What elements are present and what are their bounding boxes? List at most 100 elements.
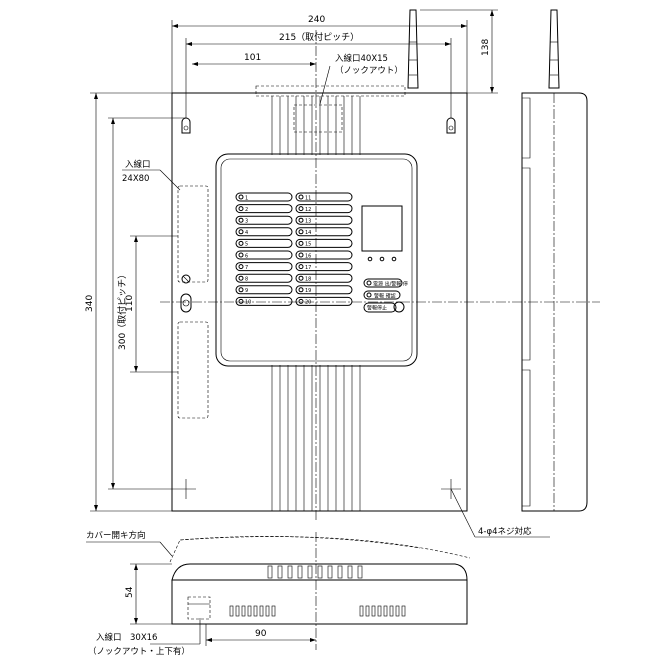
zone-lamp-icon [298, 206, 304, 212]
svg-text:340: 340 [85, 295, 95, 312]
svg-text:カバー開キ方向: カバー開キ方向 [86, 530, 146, 541]
svg-text:101: 101 [244, 53, 261, 63]
zone-number: 10 [245, 300, 251, 306]
top-inlet-outline [255, 85, 406, 97]
zone-number: 15 [305, 242, 311, 248]
dim-height-340: 340 [85, 92, 172, 512]
dim-width-240: 240 [171, 15, 468, 93]
mount-hole-bottom-right [441, 479, 476, 538]
alarm-stop-button[interactable]: 警報停止 [363, 301, 405, 313]
zone-number: 6 [245, 253, 248, 259]
indicator-lamp [379, 256, 385, 262]
power-alarm-button[interactable]: 電源 出/警報 停 [363, 278, 408, 288]
zone-lamp-icon [298, 264, 304, 270]
cable-channels-top [271, 96, 361, 155]
indicator-lamp [391, 256, 397, 262]
zone-lamp-icon [238, 287, 244, 293]
zone-number: 3 [245, 219, 248, 225]
bottom-inlet [187, 596, 211, 620]
zone-indicator: 10 [235, 296, 293, 306]
svg-text:90: 90 [255, 629, 267, 639]
zone-number: 17 [305, 265, 311, 271]
zone-indicator: 1 [235, 192, 293, 202]
svg-text:入線口: 入線口 [125, 159, 151, 170]
zone-indicator: 17 [295, 262, 353, 272]
zone-indicator: 4 [235, 227, 293, 237]
mount-hole-top-right [446, 117, 456, 134]
zone-number: 12 [305, 207, 311, 213]
zone-lamp-icon [298, 287, 304, 293]
zone-indicator: 12 [295, 204, 353, 214]
side-view [521, 9, 588, 512]
screw-holes-callout: 4-φ4ネジ対応 [475, 526, 550, 538]
zone-number: 19 [305, 288, 311, 294]
mount-hole-top-left [181, 117, 191, 134]
zone-indicator: 18 [295, 273, 353, 283]
zone-number: 5 [245, 242, 248, 248]
zone-indicator: 6 [235, 250, 293, 260]
display-window [361, 205, 403, 252]
zone-indicator: 2 [235, 204, 293, 214]
zone-indicator: 13 [295, 215, 353, 225]
svg-text:24X80: 24X80 [122, 174, 149, 184]
zone-lamp-icon [238, 252, 244, 258]
svg-text:電源 出/警報 停: 電源 出/警報 停 [373, 281, 408, 288]
zone-indicator: 19 [295, 285, 353, 295]
zone-lamp-icon [238, 229, 244, 235]
zone-lamp-icon [298, 194, 304, 200]
left-inlet-callout: 入線口 24X80 [122, 159, 181, 191]
zone-indicator: 20 [295, 296, 353, 306]
zone-lamp-icon [298, 252, 304, 258]
zone-lamp-icon [238, 298, 244, 304]
zone-indicator: 3 [235, 215, 293, 225]
svg-text:警報停止: 警報停止 [367, 305, 387, 312]
svg-text:110: 110 [125, 295, 135, 312]
cover-direction-callout: カバー開キ方向 [86, 530, 173, 557]
zone-number: 7 [245, 265, 248, 271]
left-inlet-lower [177, 321, 209, 419]
zone-number: 4 [245, 230, 248, 236]
svg-text:入線口 30X16: 入線口 30X16 [96, 632, 157, 643]
zone-lamp-icon [238, 240, 244, 246]
zone-number: 1 [245, 195, 248, 201]
svg-text:入線口40X15: 入線口40X15 [335, 53, 388, 64]
zone-number: 16 [305, 253, 311, 259]
zone-number: 18 [305, 277, 311, 283]
zone-number: 13 [305, 219, 311, 225]
zone-lamp-icon [298, 217, 304, 223]
top-inlet-knockout [293, 104, 343, 133]
left-inlet-upper [177, 185, 209, 283]
dim-offset-101: 101 [192, 53, 316, 66]
alarm-confirm-button[interactable]: 警報 確認 [363, 290, 401, 300]
zone-indicator: 14 [295, 227, 353, 237]
zone-indicator: 11 [295, 192, 353, 202]
dim-pitch-215: 215（取付ピッチ） [185, 32, 452, 118]
zone-lamp-icon [298, 298, 304, 304]
dim-antenna-138: 138 [420, 9, 498, 94]
svg-text:240: 240 [308, 15, 325, 25]
dim-pitch-300: 300（取付ピッチ） [108, 117, 186, 490]
dim-inlet-110: 110 [125, 235, 178, 373]
svg-text:215（取付ピッチ）: 215（取付ピッチ） [279, 32, 359, 43]
dim-offset-90: 90 [205, 624, 316, 646]
control-panel-inner [220, 158, 413, 362]
indicator-lamp [367, 256, 373, 262]
zone-lamp-icon [298, 240, 304, 246]
side-latch [180, 293, 192, 313]
zone-number: 2 [245, 207, 248, 213]
zone-number: 14 [305, 230, 311, 236]
zone-indicator: 5 [235, 238, 293, 248]
svg-text:（ノックアウト・上下有）: （ノックアウト・上下有） [88, 646, 190, 657]
svg-text:54: 54 [125, 586, 135, 598]
zone-indicator: 16 [295, 250, 353, 260]
svg-text:警報 確認: 警報 確認 [374, 293, 396, 300]
antenna-front [407, 9, 419, 89]
zone-number: 20 [305, 300, 311, 306]
svg-text:（ノックアウト）: （ノックアウト） [335, 65, 403, 76]
top-inlet-callout: 入線口40X15 （ノックアウト） [319, 53, 403, 105]
mount-hole-bottom-left [176, 479, 196, 499]
zone-lamp-icon [238, 275, 244, 281]
bottom-inlet-callout: 入線口 30X16 （ノックアウト・上下有） [88, 618, 201, 657]
